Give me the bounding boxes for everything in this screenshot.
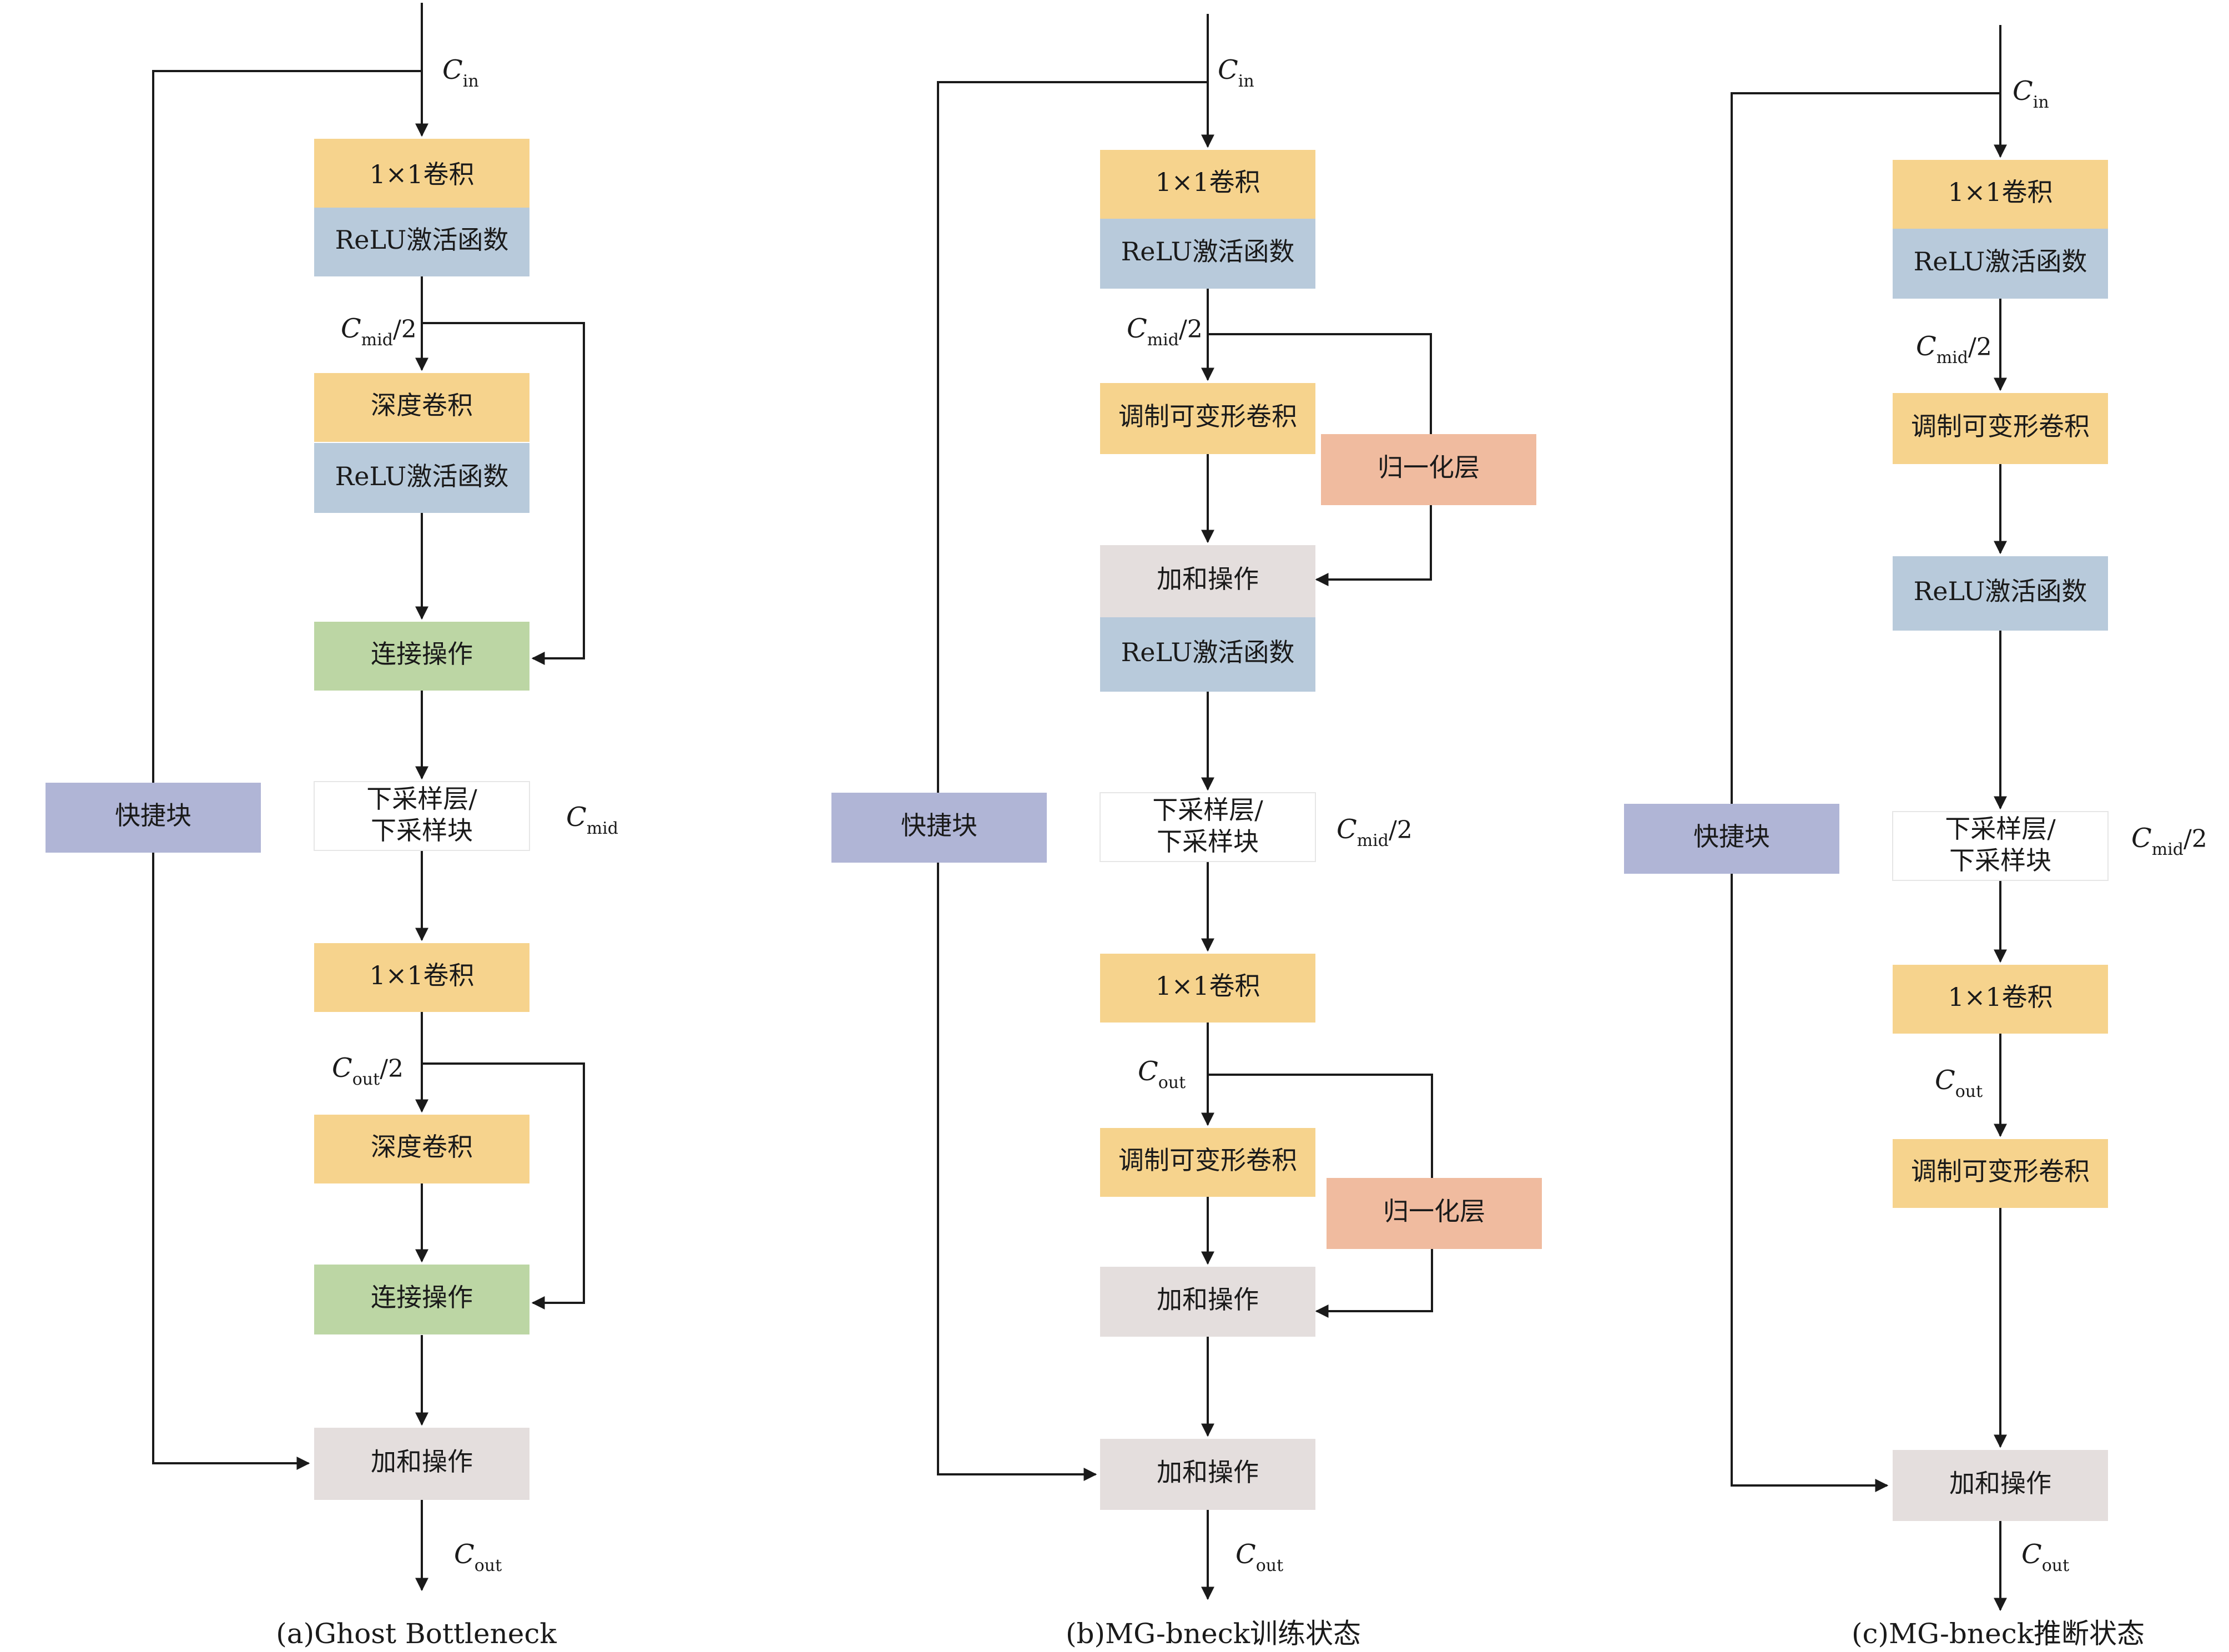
svg-text:快捷块: 快捷块 <box>115 800 191 830</box>
svg-text:下采样块: 下采样块 <box>1949 845 2051 875</box>
a-concat-box-2: 连接操作 <box>314 1265 529 1334</box>
a-depthwise-conv-box: 深度卷积 <box>314 373 529 442</box>
b-add-box-2: 加和操作 <box>1100 1267 1315 1337</box>
caption-c: (c)MG-bneck推断状态 <box>1852 1618 2145 1650</box>
a-add-box: 加和操作 <box>314 1428 529 1500</box>
a-relu-box: ReLU激活函数 <box>314 208 529 276</box>
c-label-cmid-half-2: Cmid/2 <box>2131 823 2207 859</box>
panel-c-mg-bneck-inference: 1×1卷积 ReLU激活函数 调制可变形卷积 ReLU激活函数 下采样层/ 下采… <box>1624 25 2207 1650</box>
svg-text:1×1卷积: 1×1卷积 <box>369 159 474 189</box>
c-label-cout: Cout <box>1935 1065 1983 1101</box>
svg-text:调制可变形卷积: 调制可变形卷积 <box>1118 401 1297 431</box>
caption-b: (b)MG-bneck训练状态 <box>1066 1618 1361 1650</box>
c-relu-box: ReLU激活函数 <box>1893 229 2108 299</box>
c-relu-box-2: ReLU激活函数 <box>1893 556 2108 631</box>
svg-text:调制可变形卷积: 调制可变形卷积 <box>1911 1156 2090 1186</box>
svg-text:下采样层/: 下采样层/ <box>1152 795 1263 825</box>
svg-text:ReLU激活函数: ReLU激活函数 <box>1914 576 2087 606</box>
panel-b-mg-bneck-training: 1×1卷积 ReLU激活函数 调制可变形卷积 归一化层 加和操作 ReLU激活函… <box>831 14 1542 1650</box>
svg-text:下采样块: 下采样块 <box>1157 827 1259 857</box>
a-label-cout-half: Cout/2 <box>332 1052 404 1089</box>
svg-text:下采样块: 下采样块 <box>371 815 473 845</box>
a-conv1x1-box-2: 1×1卷积 <box>314 943 529 1012</box>
svg-text:1×1卷积: 1×1卷积 <box>1948 982 2053 1012</box>
b-add-box-3: 加和操作 <box>1100 1439 1315 1510</box>
svg-text:归一化层: 归一化层 <box>1378 452 1480 482</box>
svg-text:加和操作: 加和操作 <box>1157 1285 1259 1314</box>
svg-text:加和操作: 加和操作 <box>1157 564 1259 594</box>
b-modulated-deform-conv-box-2: 调制可变形卷积 <box>1100 1128 1315 1197</box>
b-downsample-box: 下采样层/ 下采样块 <box>1100 792 1316 862</box>
b-label-cin: Cin <box>1218 54 1254 91</box>
a-label-cmid-half: Cmid/2 <box>341 313 417 350</box>
a-depthwise-conv-box-2: 深度卷积 <box>314 1115 529 1183</box>
svg-text:快捷块: 快捷块 <box>1693 822 1770 852</box>
svg-text:快捷块: 快捷块 <box>901 810 977 840</box>
a-label-cin: Cin <box>442 54 479 91</box>
b-label-cout: Cout <box>1138 1056 1186 1092</box>
svg-text:连接操作: 连接操作 <box>371 1282 473 1312</box>
b-label-cmid-half: Cmid/2 <box>1127 313 1203 350</box>
caption-a: (a)Ghost Bottleneck <box>276 1618 557 1650</box>
svg-text:深度卷积: 深度卷积 <box>371 1132 473 1162</box>
c-label-cin: Cin <box>2013 75 2049 112</box>
svg-text:下采样层/: 下采样层/ <box>366 784 477 814</box>
c-conv1x1-box-2: 1×1卷积 <box>1893 965 2108 1034</box>
svg-text:ReLU激活函数: ReLU激活函数 <box>335 225 509 255</box>
svg-text:归一化层: 归一化层 <box>1383 1196 1485 1226</box>
b-modulated-deform-conv-box: 调制可变形卷积 <box>1100 383 1315 454</box>
b-conv1x1-box: 1×1卷积 <box>1100 150 1315 219</box>
c-shortcut-box: 快捷块 <box>1624 804 1839 874</box>
svg-text:1×1卷积: 1×1卷积 <box>1948 177 2053 207</box>
b-relu-box-2: ReLU激活函数 <box>1100 617 1315 692</box>
b-norm-box-2: 归一化层 <box>1327 1178 1542 1249</box>
c-label-cmid-half: Cmid/2 <box>1916 331 1992 367</box>
svg-text:1×1卷积: 1×1卷积 <box>1155 971 1260 1001</box>
svg-text:深度卷积: 深度卷积 <box>371 390 473 420</box>
svg-text:ReLU激活函数: ReLU激活函数 <box>1914 246 2087 276</box>
svg-text:1×1卷积: 1×1卷积 <box>369 960 474 990</box>
a-label-cout: Cout <box>454 1539 502 1575</box>
c-conv1x1-box: 1×1卷积 <box>1893 160 2108 229</box>
svg-text:加和操作: 加和操作 <box>1157 1457 1259 1487</box>
a-conv1x1-box: 1×1卷积 <box>314 139 529 208</box>
a-downsample-box: 下采样层/ 下采样块 <box>314 781 530 851</box>
svg-text:ReLU激活函数: ReLU激活函数 <box>1121 637 1295 667</box>
c-add-box: 加和操作 <box>1893 1450 2108 1521</box>
a-concat-box: 连接操作 <box>314 622 529 691</box>
b-label-cmid-half-2: Cmid/2 <box>1337 814 1413 850</box>
b-conv1x1-box-2: 1×1卷积 <box>1100 954 1315 1023</box>
b-shortcut-box: 快捷块 <box>831 793 1047 863</box>
svg-text:ReLU激活函数: ReLU激活函数 <box>335 461 509 491</box>
a-relu-box-2: ReLU激活函数 <box>314 443 529 513</box>
c-label-cout-2: Cout <box>2021 1539 2069 1575</box>
a-shortcut-box: 快捷块 <box>46 783 261 853</box>
svg-text:加和操作: 加和操作 <box>371 1447 473 1477</box>
svg-text:1×1卷积: 1×1卷积 <box>1155 167 1260 197</box>
b-label-cout-2: Cout <box>1235 1539 1283 1575</box>
b-relu-box: ReLU激活函数 <box>1100 219 1315 289</box>
c-modulated-deform-conv-box: 调制可变形卷积 <box>1893 393 2108 464</box>
c-modulated-deform-conv-box-2: 调制可变形卷积 <box>1893 1139 2108 1208</box>
svg-text:加和操作: 加和操作 <box>1949 1468 2051 1498</box>
b-add-box: 加和操作 <box>1100 545 1315 617</box>
a-label-cmid: Cmid <box>566 802 618 838</box>
b-norm-box: 归一化层 <box>1321 434 1536 505</box>
c-downsample-box: 下采样层/ 下采样块 <box>1892 811 2109 881</box>
svg-text:调制可变形卷积: 调制可变形卷积 <box>1911 411 2090 441</box>
svg-text:调制可变形卷积: 调制可变形卷积 <box>1118 1145 1297 1175</box>
svg-text:ReLU激活函数: ReLU激活函数 <box>1121 236 1295 266</box>
svg-text:连接操作: 连接操作 <box>371 639 473 669</box>
panel-a-ghost-bottleneck: 1×1卷积 ReLU激活函数 深度卷积 ReLU激活函数 连接操作 下采样层/ … <box>46 3 618 1650</box>
svg-text:下采样层/: 下采样层/ <box>1945 814 2056 844</box>
